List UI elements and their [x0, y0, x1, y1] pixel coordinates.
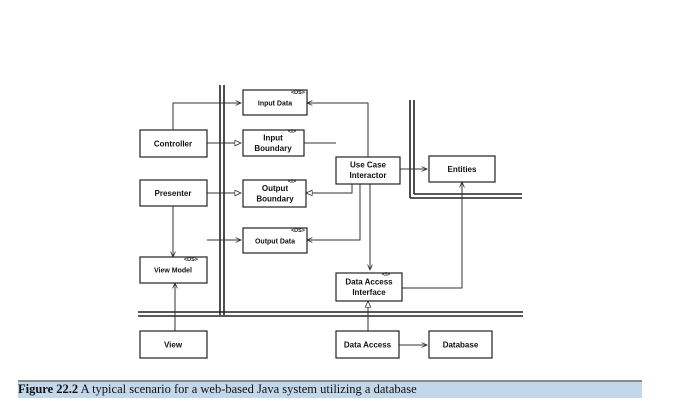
caption-text: A typical scenario for a web-based Java …	[78, 382, 417, 396]
box-view	[139, 330, 208, 359]
box-data-access	[335, 330, 400, 359]
edge-controller-input-data	[172, 103, 241, 130]
label-controller: Controller	[154, 140, 192, 149]
figure-caption: Figure 22.2 A typical scenario for a web…	[18, 380, 642, 398]
label-input-boundary-line2: Boundary	[254, 144, 292, 153]
box-output-data	[242, 227, 308, 254]
label-data-access-interface-line2: Interface	[352, 288, 386, 297]
box-data-access-interface	[335, 272, 403, 302]
label-output-data: Output Data	[255, 239, 295, 246]
caption-label: Figure 22.2	[18, 382, 79, 396]
label-data-access: Data Access	[344, 341, 392, 350]
label-use-case-line1: Use Case	[350, 161, 387, 170]
box-controller	[139, 129, 208, 158]
label-input-boundary-line1: Input	[263, 134, 283, 143]
edge-interactor-output-boundary	[306, 184, 353, 193]
label-view: View	[164, 341, 183, 350]
stereotype-input-boundary: <I>	[288, 129, 296, 135]
stereotype-output-boundary: <I>	[288, 179, 296, 185]
edge-interactor-input-data	[307, 103, 369, 157]
label-use-case-line2: Interactor	[350, 171, 387, 180]
label-output-boundary-line2: Boundary	[256, 195, 294, 204]
box-input-data	[242, 89, 308, 116]
box-presenter	[139, 179, 208, 207]
stereotype-data-access-interface: <I>	[382, 272, 390, 278]
box-entities	[428, 155, 496, 183]
stereotype-input-data: <DS>	[291, 90, 305, 96]
box-database	[428, 330, 493, 359]
stereotype-view-model: <DS>	[184, 257, 198, 263]
box-view-model	[139, 256, 208, 284]
label-entities: Entities	[448, 165, 477, 174]
label-input-data: Input Data	[258, 101, 292, 108]
label-presenter: Presenter	[155, 189, 192, 198]
box-input-boundary	[242, 129, 305, 157]
label-view-model: View Model	[154, 268, 192, 275]
label-database: Database	[443, 341, 479, 350]
edge-interface-entities	[402, 182, 462, 289]
label-output-boundary-line1: Output	[262, 184, 289, 193]
edge-interactor-output-data	[307, 184, 361, 240]
box-use-case-interactor	[335, 156, 401, 185]
label-data-access-interface-line1: Data Access	[345, 278, 393, 287]
stereotype-output-data: <DS>	[291, 228, 305, 234]
box-output-boundary	[242, 179, 307, 208]
